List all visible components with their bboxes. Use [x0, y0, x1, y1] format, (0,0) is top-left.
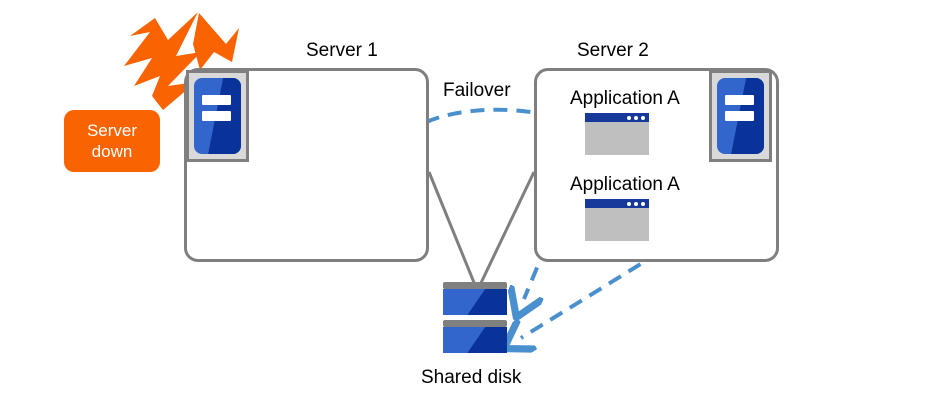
- application-2-label: Application A: [570, 174, 680, 195]
- server-1-label: Server 1: [306, 40, 378, 61]
- failover-label: Failover: [443, 80, 511, 101]
- shared-disk-icon: [443, 282, 507, 358]
- shared-disk-connectors: [427, 171, 536, 286]
- application-window-icon: [585, 113, 649, 155]
- server-down-badge: Server down: [64, 110, 160, 172]
- app2-to-disk-arrow: [521, 250, 662, 338]
- lightning-burst-icon: [124, 12, 239, 110]
- server-machine-icon: [709, 70, 772, 162]
- server-down-line-2: down: [91, 142, 133, 161]
- server-down-line-1: Server: [86, 121, 138, 140]
- server-machine-icon: [186, 70, 249, 162]
- application-window-icon: [585, 199, 649, 241]
- shared-disk-label: Shared disk: [421, 367, 522, 388]
- server-2-label: Server 2: [577, 40, 649, 61]
- application-1-label: Application A: [570, 88, 680, 109]
